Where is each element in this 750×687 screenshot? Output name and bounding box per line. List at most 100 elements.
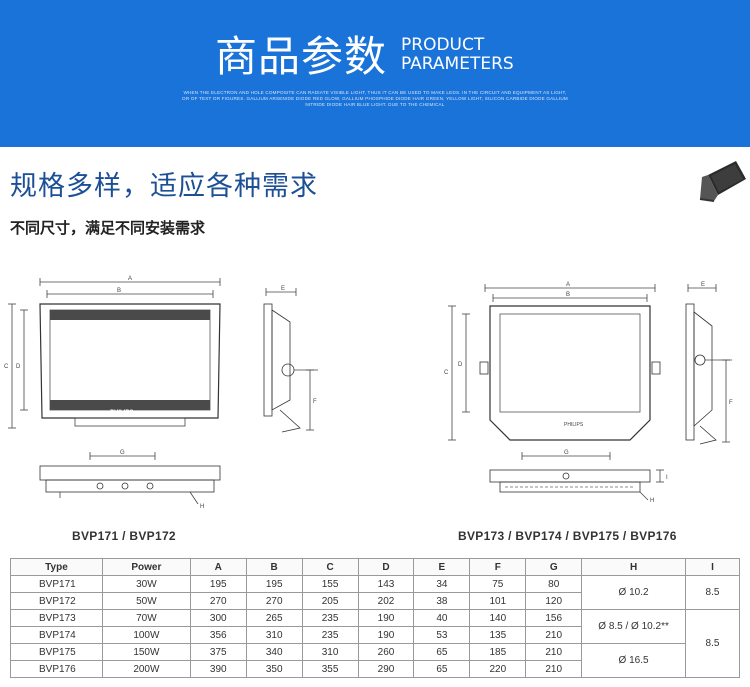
- right-side-view: E F: [685, 282, 733, 445]
- cell-f: 185: [469, 643, 527, 661]
- table-row: BVP174 100W 356 310 235 190 53 135 210: [10, 626, 740, 644]
- cell-c: 155: [301, 575, 359, 593]
- cell-d: 260: [357, 643, 415, 661]
- cell-a: 195: [189, 575, 247, 593]
- dim-label-g: G: [120, 450, 125, 456]
- banner-small-print: WHEN THE ELECTRON AND HOLE COMPOSITE CAN…: [182, 90, 568, 107]
- th-i: I: [684, 558, 741, 576]
- cell-type: BVP176: [10, 660, 103, 678]
- right-brand-label: PHILIPS: [564, 422, 584, 428]
- dim-label-d2: D: [458, 362, 463, 368]
- cell-f: 75: [469, 575, 527, 593]
- dim-label-b2: B: [566, 292, 570, 298]
- cell-a: 270: [189, 592, 247, 610]
- right-model-label: BVP173 / BVP174 / BVP175 / BVP176: [458, 529, 677, 543]
- th-power: Power: [101, 558, 191, 576]
- cell-e: 34: [413, 575, 471, 593]
- cell-b: 195: [245, 575, 303, 593]
- cell-e: 53: [413, 626, 471, 644]
- right-front-view: A B PHILIPS C D: [444, 282, 661, 441]
- cell-b: 340: [245, 643, 303, 661]
- table-row: BVP175 150W 375 340 310 260 65 185 210 Ø…: [10, 643, 740, 678]
- subheadline: 不同尺寸，满足不同安装需求: [10, 219, 206, 237]
- table-row: BVP171 30W 195 195 155 143 34 75 80 Ø 10…: [10, 575, 741, 610]
- dim-label-f: F: [313, 399, 317, 405]
- cell-type: BVP171: [10, 575, 103, 593]
- cell-d: 143: [357, 575, 415, 593]
- cell-g: 210: [525, 643, 583, 661]
- cell-power: 150W: [101, 643, 191, 661]
- cell-type: BVP174: [10, 626, 103, 644]
- cell-a: 375: [189, 643, 247, 661]
- dim-label-e: E: [281, 286, 285, 292]
- left-front-view: A B PHILIPS C D: [4, 276, 221, 429]
- header-banner: 商品参数 PRODUCT PARAMETERS WHEN THE ELECTRO…: [0, 0, 750, 147]
- floodlight-product-image: [699, 161, 746, 202]
- dim-label-h-right: H: [650, 498, 654, 504]
- cell-g: 210: [525, 626, 583, 644]
- cell-power: 100W: [101, 626, 191, 644]
- cell-g: 80: [525, 575, 583, 593]
- cell-e: 38: [413, 592, 471, 610]
- th-a: A: [189, 558, 247, 576]
- cell-type: BVP172: [10, 592, 103, 610]
- cell-d: 202: [357, 592, 415, 610]
- dim-label-i: I: [666, 475, 668, 481]
- th-type: Type: [10, 558, 103, 576]
- cell-power: 50W: [101, 592, 191, 610]
- cell-f: 220: [469, 660, 527, 678]
- banner-title-en-line1: PRODUCT: [401, 35, 485, 55]
- parameters-table: Type Power A B C D E F G H I BVP171 30W …: [10, 558, 741, 678]
- right-bottom-view: G H I: [489, 450, 668, 504]
- cell-e: 65: [413, 660, 471, 678]
- cell-c: 310: [301, 643, 359, 661]
- cell-c: 235: [301, 609, 359, 627]
- cell-power: 70W: [101, 609, 191, 627]
- cell-g: 210: [525, 660, 583, 678]
- cell-b: 270: [245, 592, 303, 610]
- dim-label-c2: C: [444, 370, 449, 376]
- cell-i: 8.5: [684, 609, 741, 678]
- table-row: BVP173 70W 300 265 235 190 40 140 156 Ø …: [10, 609, 741, 678]
- cell-h: Ø 8.5 / Ø 10.2**: [581, 609, 686, 644]
- technical-drawings: A B PHILIPS C D E F: [0, 270, 750, 543]
- cell-h: Ø 10.2: [581, 575, 686, 610]
- dim-label-d: D: [16, 364, 21, 370]
- cell-d: 190: [357, 626, 415, 644]
- cell-b: 310: [245, 626, 303, 644]
- cell-d: 290: [357, 660, 415, 678]
- cell-e: 65: [413, 643, 471, 661]
- left-side-view: E F: [263, 286, 318, 433]
- cell-a: 356: [189, 626, 247, 644]
- cell-e: 40: [413, 609, 471, 627]
- th-b: B: [245, 558, 303, 576]
- th-c: C: [301, 558, 359, 576]
- dim-label-g2: G: [564, 450, 569, 456]
- cell-c: 235: [301, 626, 359, 644]
- cell-type: BVP173: [10, 609, 103, 627]
- cell-type: BVP175: [10, 643, 103, 661]
- cell-h: Ø 16.5: [581, 643, 686, 678]
- cell-d: 190: [357, 609, 415, 627]
- table-header-row: Type Power A B C D E F G H I: [10, 558, 741, 576]
- banner-title-en: PRODUCT PARAMETERS: [401, 36, 514, 74]
- th-f: F: [469, 558, 527, 576]
- cell-i: 8.5: [684, 575, 741, 610]
- cell-g: 120: [525, 592, 583, 610]
- dim-label-h-left: H: [200, 504, 204, 510]
- cell-c: 205: [301, 592, 359, 610]
- th-d: D: [357, 558, 415, 576]
- dim-label-a2: A: [566, 282, 570, 288]
- cell-a: 390: [189, 660, 247, 678]
- th-e: E: [413, 558, 471, 576]
- left-bottom-view: G H: [39, 450, 221, 510]
- headline: 规格多样，适应各种需求: [10, 171, 318, 202]
- banner-title-en-line2: PARAMETERS: [401, 54, 514, 74]
- left-model-label: BVP171 / BVP172: [72, 529, 176, 543]
- dim-label-b: B: [117, 288, 121, 294]
- cell-f: 101: [469, 592, 527, 610]
- dim-label-a: A: [128, 276, 132, 282]
- cell-f: 140: [469, 609, 527, 627]
- cell-power: 30W: [101, 575, 191, 593]
- cell-b: 350: [245, 660, 303, 678]
